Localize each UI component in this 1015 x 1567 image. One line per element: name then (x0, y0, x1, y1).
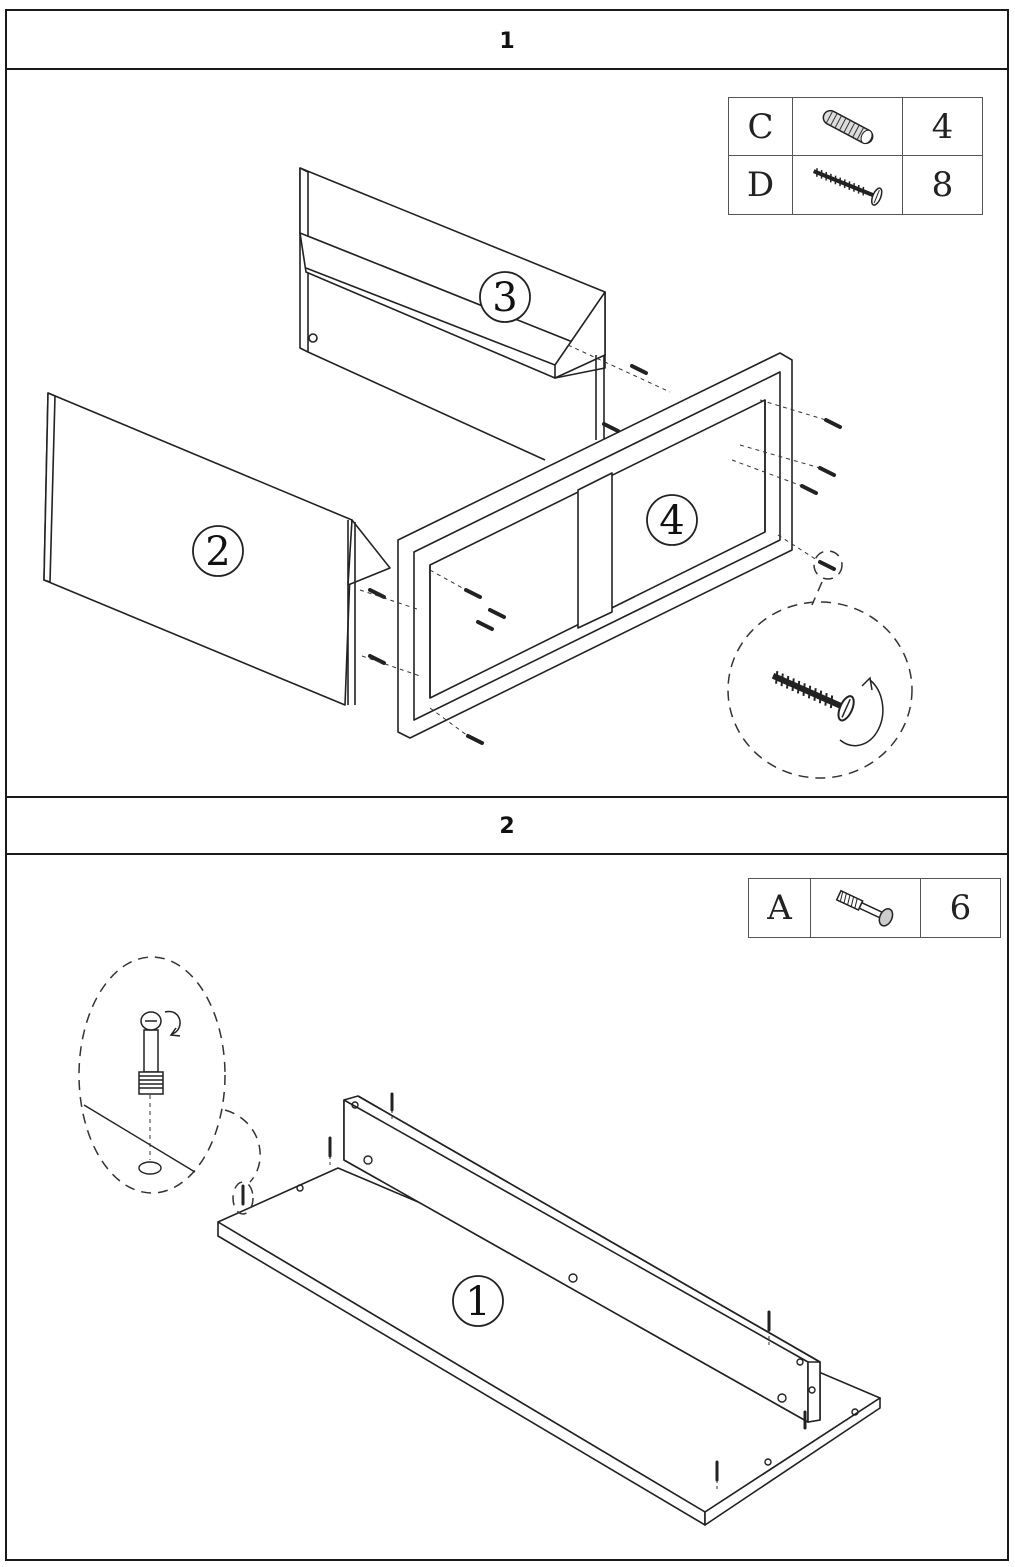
panel-label-1: 1 (452, 1275, 504, 1327)
divider (5, 68, 1009, 70)
step-1-header: 1 (5, 11, 1009, 71)
panel-label-3: 3 (479, 271, 531, 323)
step-2-parts-table: A 6 (748, 878, 1001, 938)
step-2-assembly-drawing: 1 (78, 956, 881, 1526)
panel-label-2: 2 (192, 525, 244, 577)
step-1-number: 1 (499, 28, 515, 54)
step-2-number: 2 (499, 813, 515, 839)
screw-icon (793, 156, 903, 214)
step-1-parts-table: C 4 D 8 (728, 97, 983, 215)
step-1-assembly-drawing: 2 3 4 (43, 167, 913, 779)
part-quantity: 4 (903, 98, 982, 156)
dowel-icon (793, 98, 903, 156)
step-2-header: 2 (5, 798, 1009, 854)
part-letter: D (729, 156, 793, 214)
part-quantity: 6 (949, 888, 972, 928)
part-letter: A (749, 879, 811, 937)
divider (5, 796, 1009, 798)
svg-text:2: 2 (205, 529, 230, 575)
svg-text:3: 3 (492, 275, 517, 321)
divider (5, 853, 1009, 855)
svg-text:1: 1 (465, 1279, 490, 1325)
svg-text:4: 4 (659, 498, 684, 544)
part-letter: C (729, 98, 793, 156)
cam-bolt-icon (811, 879, 921, 937)
part-quantity: 8 (931, 165, 954, 205)
panel-label-4: 4 (646, 494, 698, 546)
instruction-frame (5, 9, 1009, 1561)
